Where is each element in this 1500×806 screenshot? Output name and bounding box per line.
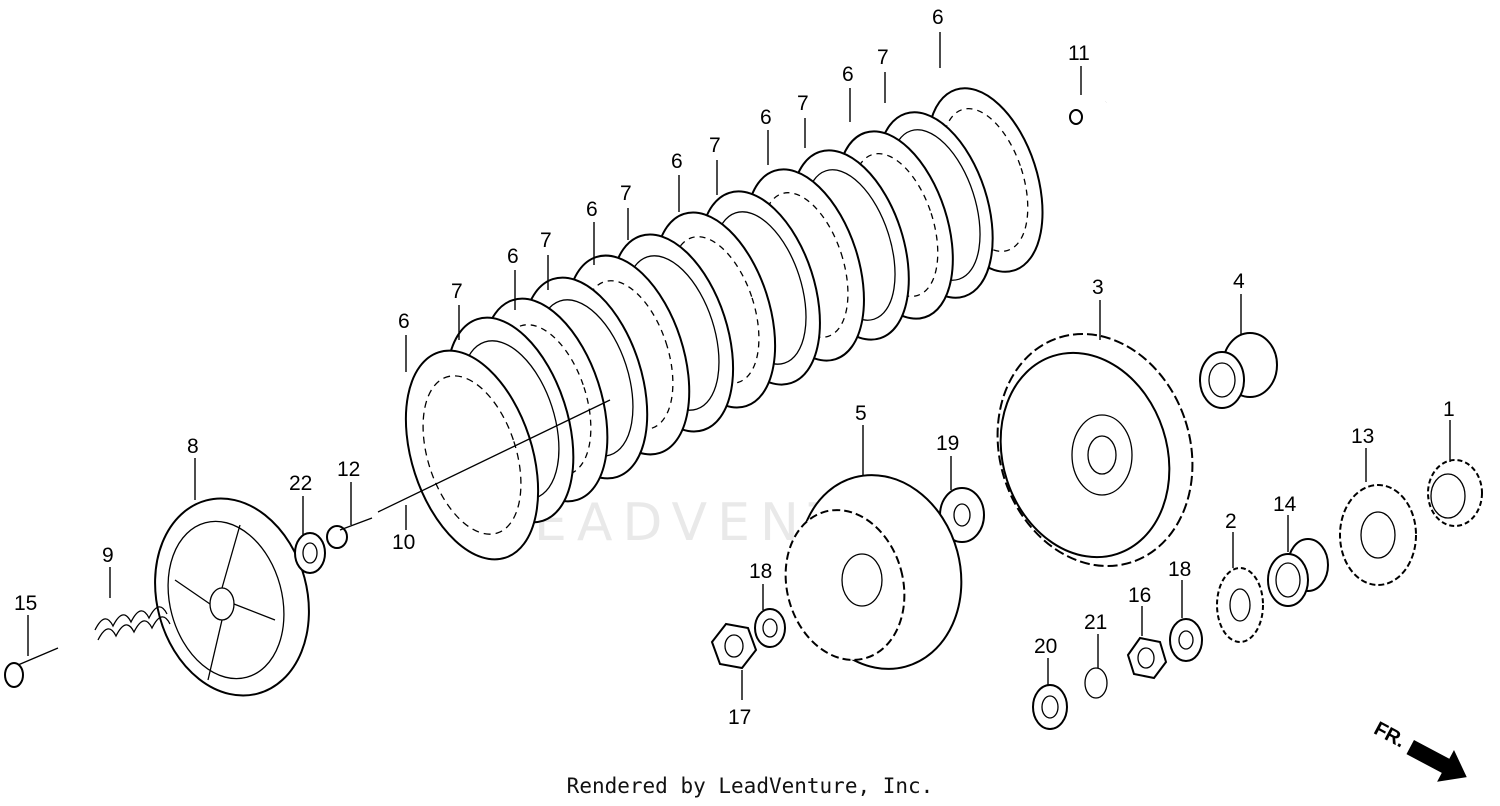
callout-7: 7: [797, 92, 809, 115]
callout-6: 6: [842, 63, 854, 86]
gear-2: [1216, 567, 1264, 643]
callout-7: 7: [709, 134, 721, 157]
lock-nut-17: [710, 622, 758, 670]
callout-7: 7: [540, 229, 552, 252]
clutch-outer: [996, 332, 1194, 568]
clutch-center: [784, 474, 963, 670]
lifter-rod: [377, 399, 611, 513]
callout-18: 18: [1168, 558, 1191, 581]
lock-nut-16: [1126, 636, 1168, 680]
callout-19: 19: [936, 432, 959, 455]
washer-18-a: [754, 608, 786, 648]
callout-7: 7: [877, 46, 889, 69]
callout-20: 20: [1034, 635, 1057, 658]
callout-13: 13: [1351, 425, 1374, 448]
callout-10: 10: [392, 531, 415, 554]
callout-17: 17: [728, 706, 751, 729]
callout-7: 7: [451, 280, 463, 303]
front-direction-label: FR.: [1370, 718, 1409, 753]
callout-6: 6: [760, 106, 772, 129]
callout-8: 8: [187, 435, 199, 458]
callout-4: 4: [1233, 270, 1245, 293]
circlip-21: [1084, 667, 1108, 699]
callout-5: 5: [855, 402, 867, 425]
callout-3: 3: [1092, 276, 1104, 299]
thrust-washer: [939, 487, 985, 543]
rendered-by-credit: Rendered by LeadVenture, Inc.: [566, 774, 934, 798]
callout-6: 6: [671, 150, 683, 173]
gear-1: [1427, 459, 1483, 527]
callout-21: 21: [1084, 611, 1107, 634]
bearing-22: [294, 532, 326, 574]
collar: [1199, 332, 1278, 409]
clutch-spring: [94, 606, 171, 641]
callout-18: 18: [749, 560, 772, 583]
callout-6: 6: [932, 6, 944, 29]
needle-bearing: [1267, 538, 1329, 607]
callout-7: 7: [620, 182, 632, 205]
bearing-20: [1032, 684, 1068, 730]
gear-13: [1339, 484, 1417, 586]
bolt: [4, 647, 59, 688]
callout-1: 1: [1443, 398, 1455, 421]
collar-pin: [1069, 97, 1109, 125]
callout-22: 22: [289, 472, 312, 495]
callout-6: 6: [398, 310, 410, 333]
callout-12: 12: [337, 458, 360, 481]
clutch-disc-stack: [404, 87, 1044, 561]
callout-16: 16: [1128, 584, 1151, 607]
callout-11: 11: [1068, 42, 1090, 65]
lifter-piece: [326, 517, 373, 549]
callout-14: 14: [1273, 493, 1297, 516]
callout-15: 15: [14, 592, 37, 615]
arrow-icon: [1406, 740, 1467, 782]
leader-lines: [27, 32, 1451, 700]
callout-9: 9: [102, 544, 114, 567]
callout-labels: 6 7 6 7 6 7 6 7 6 7 6 7 6 11 3 4 1 13 5 …: [14, 6, 1455, 729]
callout-6: 6: [507, 245, 519, 268]
callout-2: 2: [1225, 510, 1237, 533]
pressure-plate: [154, 497, 310, 697]
disc-6-a: [404, 349, 540, 561]
washer-18-b: [1169, 618, 1203, 662]
callout-6: 6: [586, 198, 598, 221]
